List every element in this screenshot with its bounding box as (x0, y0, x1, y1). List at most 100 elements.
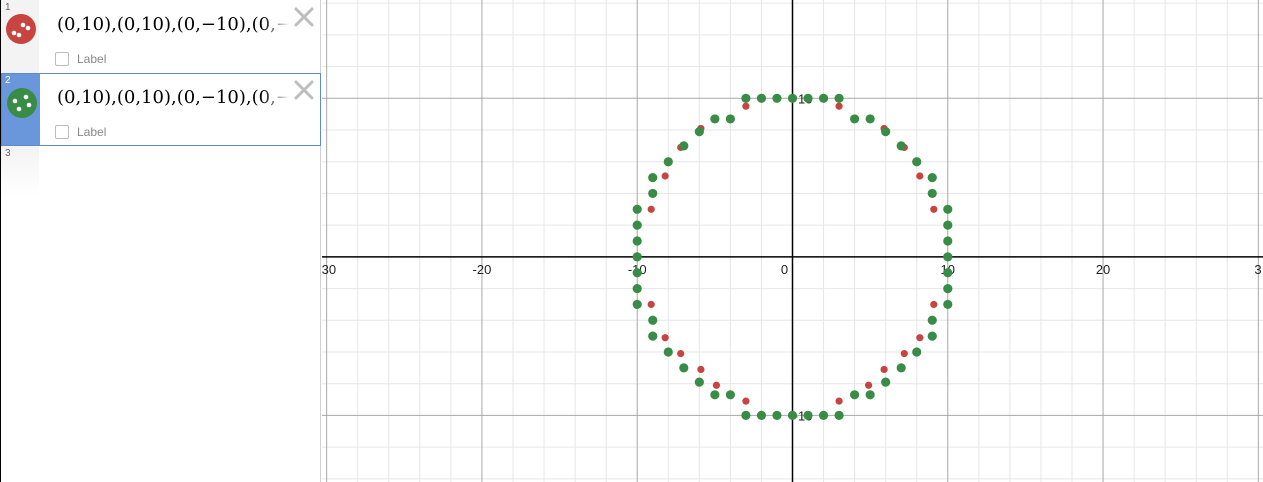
green-point[interactable] (943, 252, 953, 262)
red-point[interactable] (835, 102, 843, 110)
red-point[interactable] (835, 397, 843, 405)
green-point[interactable] (663, 347, 673, 357)
green-point[interactable] (694, 126, 704, 137)
green-point[interactable] (679, 363, 689, 373)
x-tick-label: 20 (1096, 262, 1110, 277)
expression-row-2[interactable]: 2 (0,10),(0,10),(0,−10),(0,−10) Label (1, 73, 321, 146)
label-toggle[interactable]: Label (55, 125, 106, 139)
label-text: Label (77, 125, 107, 139)
red-point[interactable] (916, 172, 924, 180)
red-point[interactable] (647, 205, 655, 213)
green-point[interactable] (927, 331, 937, 341)
red-point[interactable] (712, 381, 721, 389)
red-point[interactable] (742, 397, 750, 405)
expression-list: 1 (0,10),(0,10),(0,−10),(0,−10) Label 2 … (1, 0, 321, 482)
expression-formula[interactable]: (0,10),(0,10),(0,−10),(0,−10) (57, 87, 289, 108)
point-list-icon[interactable] (7, 88, 37, 118)
red-point[interactable] (661, 172, 669, 180)
green-point[interactable] (818, 93, 829, 103)
green-point[interactable] (943, 283, 953, 294)
green-point[interactable] (741, 410, 751, 421)
green-point[interactable] (756, 93, 767, 103)
green-point[interactable] (648, 315, 658, 325)
red-point[interactable] (647, 300, 655, 309)
green-point[interactable] (663, 157, 673, 167)
x-tick-label: -30 (322, 262, 336, 277)
x-tick-label: 3 (1254, 262, 1261, 277)
red-point[interactable] (697, 365, 705, 374)
red-point[interactable] (742, 102, 750, 110)
expression-row-1[interactable]: 1 (0,10),(0,10),(0,−10),(0,−10) Label (1, 0, 321, 73)
green-point[interactable] (865, 390, 875, 400)
red-point[interactable] (930, 205, 938, 213)
red-point[interactable] (880, 365, 888, 374)
green-point[interactable] (632, 252, 642, 262)
green-point[interactable] (912, 157, 922, 167)
green-point[interactable] (679, 141, 689, 151)
label-checkbox[interactable] (55, 125, 69, 139)
expression-formula[interactable]: (0,10),(0,10),(0,−10),(0,−10) (57, 14, 289, 35)
green-point[interactable] (648, 331, 658, 341)
point-list-icon[interactable] (6, 14, 36, 44)
red-point[interactable] (916, 334, 924, 342)
red-point[interactable] (677, 349, 685, 358)
red-point[interactable] (900, 349, 908, 358)
red-point[interactable] (661, 334, 669, 342)
green-point[interactable] (648, 188, 658, 199)
green-point[interactable] (632, 236, 642, 246)
green-point[interactable] (648, 172, 658, 183)
label-toggle[interactable]: Label (55, 52, 106, 66)
green-point[interactable] (850, 390, 860, 400)
green-point[interactable] (787, 93, 798, 103)
green-point[interactable] (725, 114, 735, 124)
green-point[interactable] (694, 377, 704, 387)
green-point[interactable] (725, 390, 735, 400)
green-point[interactable] (943, 268, 953, 278)
x-tick-label: 0 (781, 262, 788, 277)
green-point[interactable] (927, 315, 937, 325)
green-point[interactable] (865, 114, 875, 124)
green-point[interactable] (881, 377, 891, 387)
green-point[interactable] (772, 93, 782, 103)
green-point[interactable] (927, 188, 937, 199)
window-edge (0, 0, 1, 482)
graph-paper[interactable]: -30-20-1001020310-10 (322, 0, 1263, 482)
green-point[interactable] (834, 410, 844, 421)
label-text: Label (77, 52, 107, 66)
axes (322, 0, 1263, 482)
green-point[interactable] (943, 204, 953, 214)
green-point[interactable] (943, 299, 953, 310)
green-point[interactable] (787, 410, 798, 421)
close-icon[interactable] (292, 5, 316, 29)
data-points (632, 93, 953, 421)
green-point[interactable] (710, 390, 720, 400)
red-point[interactable] (864, 381, 873, 389)
green-point[interactable] (710, 114, 720, 124)
green-point[interactable] (632, 220, 642, 230)
green-point[interactable] (927, 172, 937, 183)
green-point[interactable] (896, 363, 906, 373)
green-point[interactable] (632, 299, 642, 310)
green-point[interactable] (803, 93, 813, 103)
green-point[interactable] (772, 410, 782, 421)
label-checkbox[interactable] (55, 52, 69, 66)
green-point[interactable] (632, 204, 642, 214)
green-point[interactable] (896, 141, 906, 151)
green-point[interactable] (943, 220, 953, 230)
green-point[interactable] (803, 410, 813, 421)
expression-index: 2 (5, 75, 11, 86)
green-point[interactable] (741, 93, 751, 103)
green-point[interactable] (912, 347, 922, 357)
close-icon[interactable] (292, 78, 316, 102)
green-point[interactable] (943, 236, 953, 246)
green-point[interactable] (850, 114, 860, 124)
green-point[interactable] (834, 93, 844, 103)
new-expression-row[interactable] (1, 146, 39, 196)
green-point[interactable] (632, 283, 642, 294)
green-point[interactable] (632, 268, 642, 278)
green-point[interactable] (818, 410, 829, 421)
green-point[interactable] (756, 410, 767, 421)
green-point[interactable] (881, 126, 891, 137)
red-point[interactable] (930, 300, 938, 309)
expression-index: 3 (5, 148, 11, 159)
